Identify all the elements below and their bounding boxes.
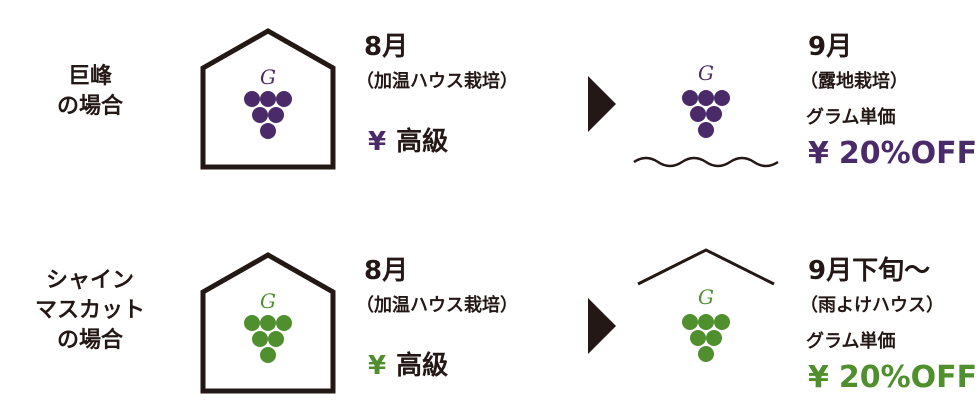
price-text: 高級 bbox=[396, 127, 449, 157]
row2-label-line2: マスカット bbox=[34, 298, 145, 323]
row2-right-discount: ¥20%OFF bbox=[808, 360, 977, 396]
row1-right-unit: グラム単価 bbox=[806, 107, 896, 128]
arrow-right-icon bbox=[588, 76, 616, 132]
row2-right-unit: グラム単価 bbox=[806, 331, 896, 352]
row2-right-method: （雨よけハウス） bbox=[800, 295, 944, 316]
grape-bunch-icon: G bbox=[682, 285, 730, 362]
row2-left-month: 8月 bbox=[364, 256, 409, 286]
row2-label-line1: シャイン bbox=[45, 268, 134, 293]
row1-label-line1: 巨峰 bbox=[67, 64, 112, 89]
svg-text:G: G bbox=[260, 289, 276, 313]
outdoor-grape: G bbox=[633, 61, 779, 168]
svg-text:G: G bbox=[698, 285, 714, 309]
arrow-right-icon bbox=[588, 298, 616, 354]
yen-icon: ¥ bbox=[808, 360, 829, 395]
row1-right-month: 9月 bbox=[808, 32, 853, 62]
row2-label: シャイン マスカット の場合 bbox=[30, 266, 150, 356]
discount-text: 20%OFF bbox=[838, 136, 978, 171]
ground-wave-icon bbox=[633, 156, 779, 168]
svg-text:G: G bbox=[698, 61, 714, 85]
discount-text: 20%OFF bbox=[838, 360, 978, 395]
row2-label-line3: の場合 bbox=[56, 328, 123, 353]
yen-icon: ¥ bbox=[808, 136, 829, 171]
svg-text:G: G bbox=[260, 65, 276, 89]
rain-shelter-grape: G bbox=[637, 248, 775, 362]
grape-bunch-icon: G bbox=[682, 61, 730, 138]
house-icon: G bbox=[200, 28, 336, 170]
grape-bunch-icon: G bbox=[244, 65, 292, 139]
house-icon: G bbox=[200, 252, 336, 394]
yen-icon: ¥ bbox=[368, 351, 387, 381]
row1-label: 巨峰 の場合 bbox=[30, 62, 150, 122]
row1-left-method: （加温ハウス栽培） bbox=[356, 71, 518, 92]
row1-label-line2: の場合 bbox=[56, 94, 123, 119]
row2-right-month: 9月下旬〜 bbox=[808, 256, 931, 286]
row1-right-method: （露地栽培） bbox=[800, 71, 908, 92]
row1-right-discount: ¥20%OFF bbox=[808, 136, 977, 172]
row2-left-method: （加温ハウス栽培） bbox=[356, 295, 518, 316]
row1-left-month: 8月 bbox=[364, 32, 409, 62]
roof-icon bbox=[637, 248, 775, 286]
yen-icon: ¥ bbox=[368, 127, 387, 157]
row2-left-price: ¥ 高級 bbox=[368, 350, 448, 382]
price-text: 高級 bbox=[396, 351, 449, 381]
grape-bunch-icon: G bbox=[244, 289, 292, 363]
row1-left-price: ¥ 高級 bbox=[368, 126, 448, 158]
